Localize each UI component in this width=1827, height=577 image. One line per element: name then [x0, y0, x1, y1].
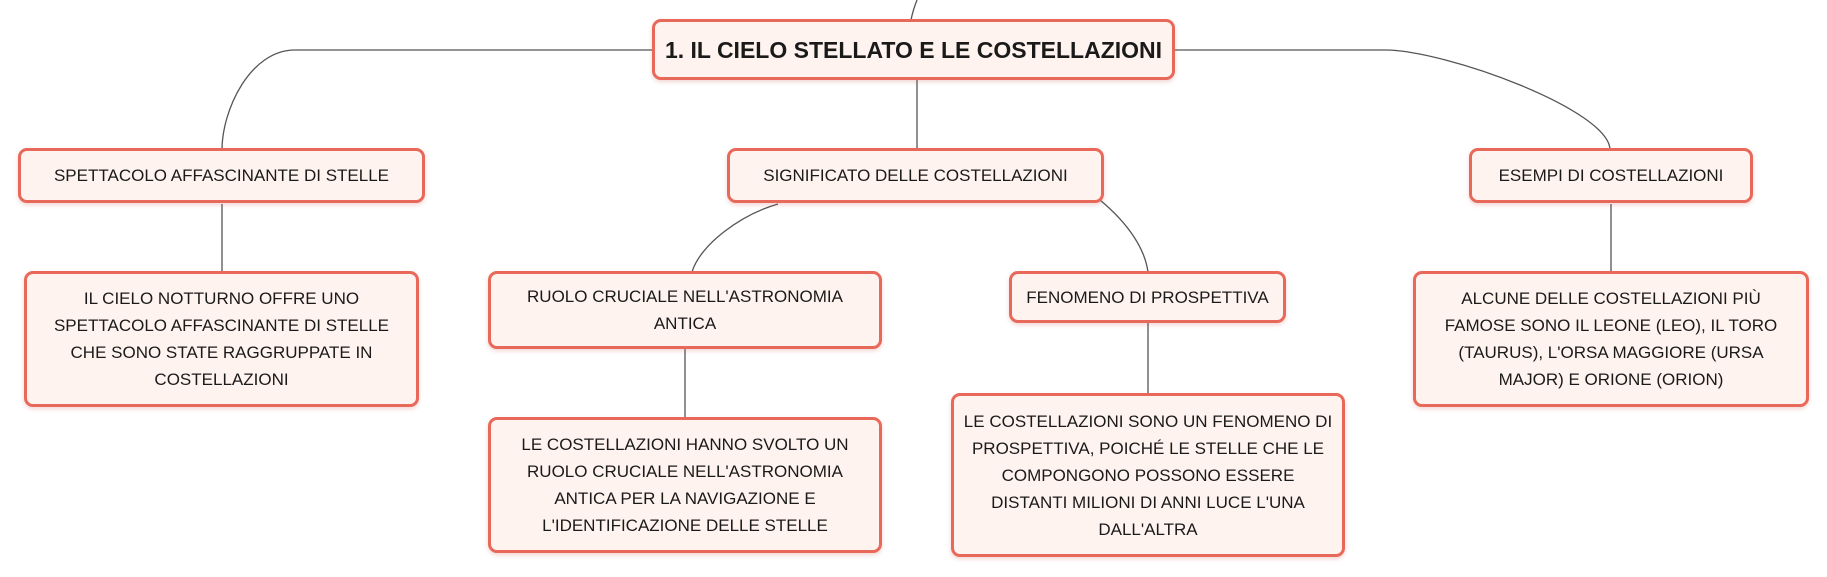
- prospettiva-detail-node[interactable]: LE COSTELLAZIONI SONO UN FENOMENO DI PRO…: [951, 393, 1345, 557]
- prospettiva-node[interactable]: FENOMENO DI PROSPETTIVA: [1009, 271, 1286, 323]
- root-node[interactable]: 1. IL CIELO STELLATO E LE COSTELLAZIONI: [652, 19, 1175, 80]
- esempi-detail-node[interactable]: ALCUNE DELLE COSTELLAZIONI PIÙ FAMOSE SO…: [1413, 271, 1809, 407]
- significato-node-label: SIGNIFICATO DELLE COSTELLAZIONI: [763, 166, 1068, 185]
- connector-significato-ruolo: [691, 203, 779, 273]
- spettacolo-detail-text: IL CIELO NOTTURNO OFFRE UNO SPETTACOLO A…: [53, 289, 390, 389]
- ruolo-node-label: RUOLO CRUCIALE NELL'ASTRONOMIA ANTICA: [527, 287, 843, 333]
- spettacolo-detail-node[interactable]: IL CIELO NOTTURNO OFFRE UNO SPETTACOLO A…: [24, 271, 419, 407]
- esempi-detail-text: ALCUNE DELLE COSTELLAZIONI PIÙ FAMOSE SO…: [1444, 289, 1778, 389]
- connector-root-spettacolo: [221, 49, 653, 151]
- connector-root-parent: [910, 0, 918, 21]
- esempi-node[interactable]: ESEMPI DI COSTELLAZIONI: [1469, 148, 1753, 203]
- ruolo-detail-text: LE COSTELLAZIONI HANNO SVOLTO UN RUOLO C…: [521, 435, 849, 535]
- connector-root-esempi: [1175, 49, 1611, 151]
- spettacolo-node[interactable]: SPETTACOLO AFFASCINANTE DI STELLE: [18, 148, 425, 203]
- root-node-label: 1. IL CIELO STELLATO E LE COSTELLAZIONI: [664, 36, 1163, 63]
- significato-node[interactable]: SIGNIFICATO DELLE COSTELLAZIONI: [727, 148, 1104, 203]
- spettacolo-node-label: SPETTACOLO AFFASCINANTE DI STELLE: [53, 166, 390, 185]
- prospettiva-node-label: FENOMENO DI PROSPETTIVA: [1026, 287, 1269, 307]
- ruolo-node[interactable]: RUOLO CRUCIALE NELL'ASTRONOMIA ANTICA: [488, 271, 882, 349]
- ruolo-detail-node[interactable]: LE COSTELLAZIONI HANNO SVOLTO UN RUOLO C…: [488, 417, 882, 553]
- esempi-node-label: ESEMPI DI COSTELLAZIONI: [1498, 166, 1724, 185]
- prospettiva-detail-text: LE COSTELLAZIONI SONO UN FENOMENO DI PRO…: [963, 411, 1333, 539]
- connector-significato-prospettiva: [1099, 199, 1149, 273]
